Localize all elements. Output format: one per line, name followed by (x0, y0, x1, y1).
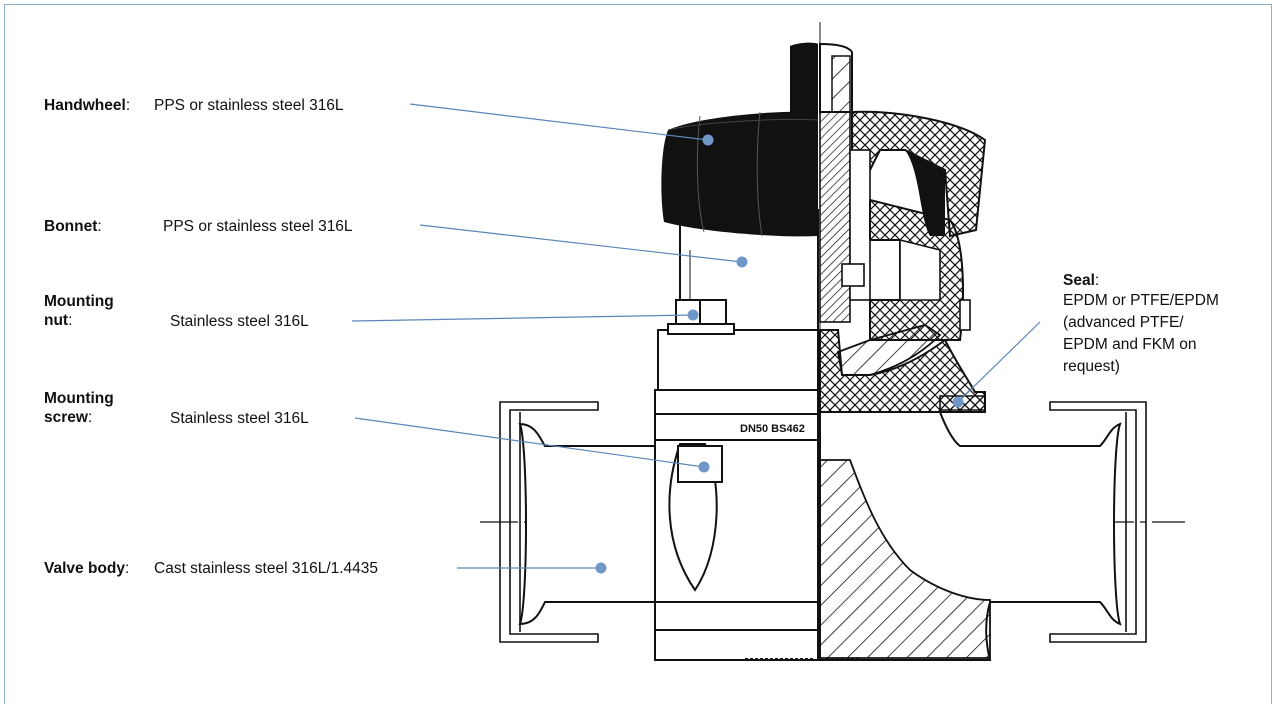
label-mounting-screw: Mounting screw: (44, 389, 114, 427)
label-mounting-nut-line1: Mounting (44, 293, 114, 310)
label-mounting-screw-line2: screw (44, 409, 88, 426)
leader-seal (957, 321, 1041, 403)
value-handwheel: PPS or stainless steel 316L (154, 97, 344, 114)
left-clamp-outline (499, 401, 599, 643)
dot-handwheel (702, 134, 714, 146)
leader-lines (351, 103, 1041, 569)
leader-handwheel (409, 103, 709, 141)
label-mounting-nut-colon: : (68, 312, 73, 329)
value-mounting-screw: Stainless steel 316L (170, 410, 309, 427)
left-handwheel (661, 111, 819, 237)
label-seal-colon: : (1094, 272, 1100, 289)
value-seal-line-3: EPDM and FKM on (1063, 336, 1197, 353)
left-stem (790, 42, 818, 112)
value-seal-line-4: request) (1063, 358, 1120, 375)
label-mounting-screw-colon: : (87, 409, 93, 426)
left-valve-body (518, 413, 819, 661)
body-engraving: DN50 BS462 (740, 423, 805, 435)
right-handwheel-section (851, 110, 987, 238)
value-valve-body: Cast stainless steel 316L/1.4435 (154, 560, 379, 577)
label-valve-body: Valve body: (44, 559, 129, 578)
label-seal: Seal: (1063, 271, 1099, 290)
leader-bonnet (419, 224, 743, 263)
dot-valve-body (595, 562, 607, 574)
dot-mounting-screw (698, 461, 710, 473)
leader-mounting-nut (351, 314, 694, 322)
dot-seal (952, 396, 964, 408)
value-seal-line-2: (advanced PTFE/ (1063, 314, 1184, 331)
label-seal-name: Seal (1063, 272, 1095, 289)
figure-frame (4, 4, 1272, 704)
right-bonnet-section (869, 198, 971, 341)
value-bonnet: PPS or stainless steel 316L (163, 218, 353, 235)
leader-dots (595, 134, 964, 574)
label-bonnet: Bonnet: (44, 217, 102, 236)
mounting-nut-shape (667, 299, 735, 335)
leader-mounting-screw (354, 417, 705, 468)
label-bonnet-colon: : (97, 218, 102, 235)
dot-mounting-nut (687, 309, 699, 321)
label-mounting-nut-line2: nut (44, 312, 69, 329)
label-mounting-screw-line1: Mounting (44, 390, 114, 407)
value-seal-line-1: EPDM or PTFE/EPDM (1063, 292, 1219, 309)
label-mounting-nut: Mounting nut: (44, 292, 114, 330)
dot-bonnet (736, 256, 748, 268)
label-valve-body-colon: : (124, 560, 130, 577)
left-body-band (654, 329, 819, 415)
right-body-section (819, 411, 1122, 661)
label-valve-body-name: Valve body (44, 560, 125, 577)
value-seal: EPDM or PTFE/EPDM (advanced PTFE/ EPDM a… (1063, 290, 1219, 378)
label-handwheel-colon: : (125, 97, 131, 114)
right-spindle (819, 111, 871, 323)
label-bonnet-name: Bonnet (44, 218, 98, 235)
right-clamp-outline (1049, 401, 1147, 643)
label-handwheel-name: Handwheel (44, 97, 126, 114)
diaphragm-section (819, 329, 986, 413)
right-stem-section (819, 42, 853, 113)
label-handwheel: Handwheel: (44, 96, 130, 115)
value-mounting-nut: Stainless steel 316L (170, 313, 309, 330)
